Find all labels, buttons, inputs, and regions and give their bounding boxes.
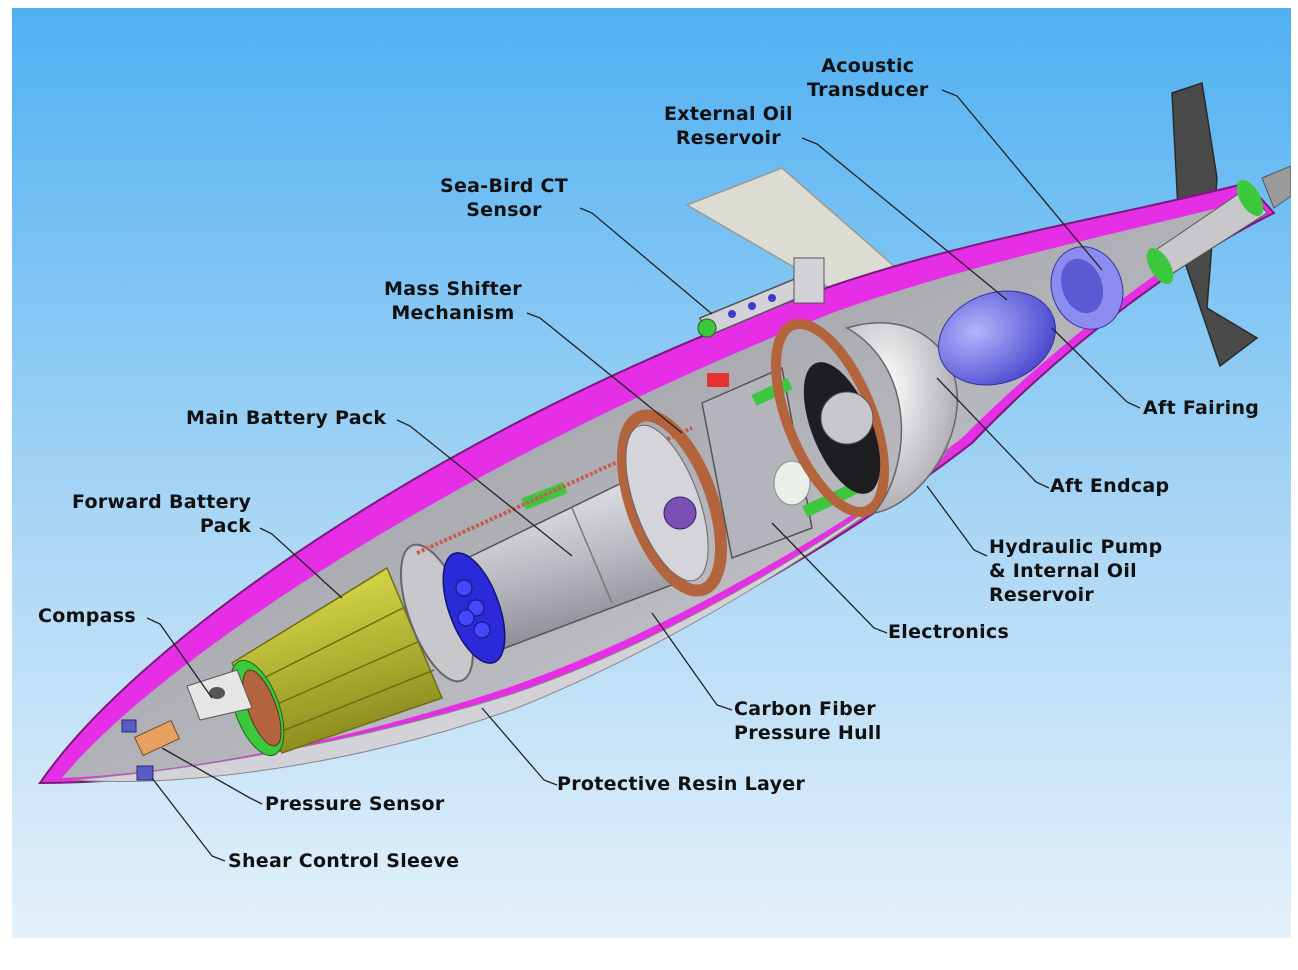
label-hydraulic-pump: Hydraulic Pump & Internal Oil Reservoir <box>989 536 1163 606</box>
mid-bulkhead-ring <box>616 409 728 597</box>
label-acoustic-transducer: Acoustic Transducer <box>807 55 929 101</box>
label-compass: Compass <box>38 605 136 627</box>
shear-control-sleeve <box>136 765 154 781</box>
label-main-battery-pack: Main Battery Pack <box>186 407 387 429</box>
forward-battery-pack <box>229 566 444 757</box>
external-oil-reservoir <box>938 290 1056 386</box>
aft-bulkhead-ring <box>770 318 890 518</box>
diagram-canvas: Acoustic Transducer External Oil Reservo… <box>12 8 1291 938</box>
glider-cutaway-illustration <box>12 8 1291 938</box>
pressure-sensor <box>133 719 181 757</box>
label-electronics: Electronics <box>888 621 1010 643</box>
label-pressure-sensor: Pressure Sensor <box>265 793 445 815</box>
antenna-stub <box>1261 165 1291 209</box>
label-seabird-ct-sensor: Sea-Bird CT Sensor <box>440 175 569 221</box>
label-aft-fairing: Aft Fairing <box>1143 397 1260 419</box>
aft-endcap <box>845 322 958 515</box>
label-forward-battery-pack: Forward Battery Pack <box>72 491 252 537</box>
label-aft-endcap: Aft Endcap <box>1050 475 1170 497</box>
label-carbon-fiber-pressure-hull: Carbon Fiber Pressure Hull <box>734 698 882 744</box>
label-protective-resin-layer: Protective Resin Layer <box>557 773 806 795</box>
label-external-oil-reservoir: External Oil Reservoir <box>664 103 793 149</box>
hydraulic-pump <box>820 391 874 445</box>
mass-shifter-gear <box>663 496 697 530</box>
label-shear-control-sleeve: Shear Control Sleeve <box>228 850 460 872</box>
leader-lines <box>146 89 1141 862</box>
seabird-ct-sensor <box>697 257 825 338</box>
carbon-fiber-hull-lower <box>71 447 953 782</box>
label-mass-shifter-mechanism: Mass Shifter Mechanism <box>384 278 522 324</box>
tail-fin <box>1171 82 1259 368</box>
